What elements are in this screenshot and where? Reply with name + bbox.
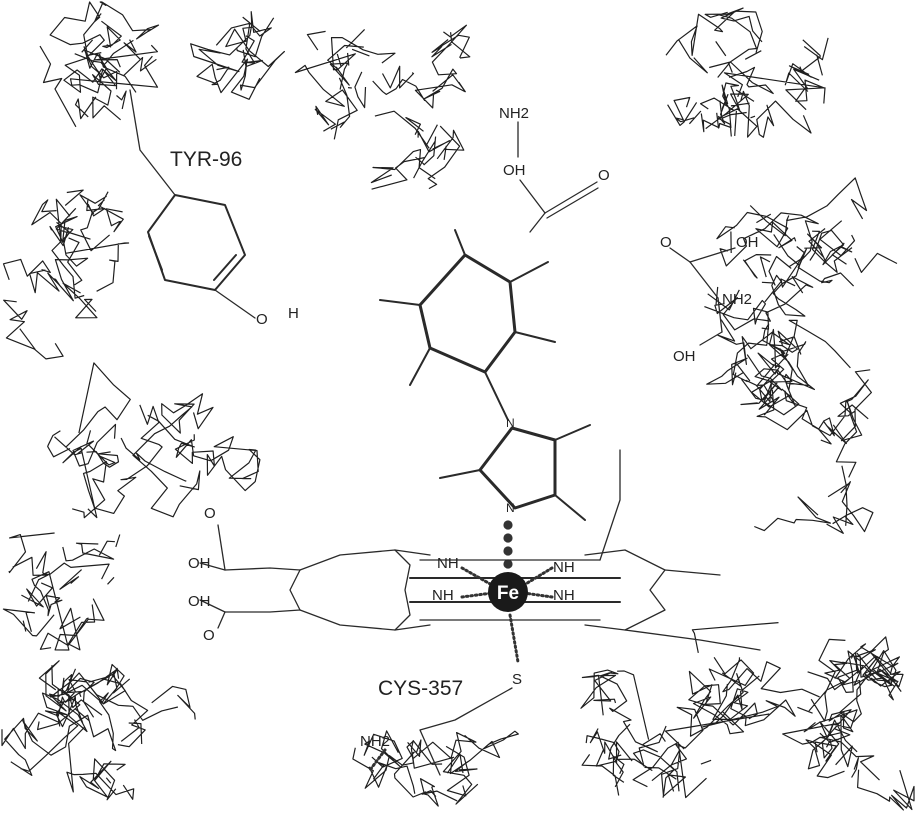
fe-n-coordination <box>503 520 513 569</box>
oh-left-2-label: OH <box>188 593 211 610</box>
ligand-phenyl-ring <box>379 229 556 421</box>
n-ring-top-label: N <box>506 416 515 430</box>
bottom-residue <box>368 748 387 772</box>
tyr-96-label: TYR-96 <box>170 148 242 171</box>
cys-357-label: CYS-357 <box>378 677 463 700</box>
nh-top-left-label: NH <box>437 555 459 572</box>
nh2-right-label: NH2 <box>722 291 752 308</box>
right-residue <box>669 247 736 346</box>
oh-left-1-label: OH <box>188 555 211 572</box>
oh-right-low-label: OH <box>673 348 696 365</box>
oh-right-label: OH <box>736 234 759 251</box>
n-ring-bottom-label: N <box>506 501 515 515</box>
fe-label: Fe <box>497 583 519 604</box>
o-left-bottom-label: O <box>203 627 215 644</box>
o-top-label: O <box>598 167 610 184</box>
s-label: S <box>512 671 522 688</box>
fe-atom: Fe <box>488 572 528 612</box>
nh2-bottom-label: NH2 <box>360 733 390 750</box>
nh-fe-bonds <box>460 566 554 599</box>
nh-top-right-label: NH <box>553 559 575 576</box>
heme-porphyrin <box>199 449 761 651</box>
nh2-top-label: NH2 <box>499 105 529 122</box>
o-left-top-label: O <box>204 505 216 522</box>
fe-s-bond <box>419 613 520 776</box>
nh-bottom-left-label: NH <box>432 587 454 604</box>
oh-top-label: OH <box>503 162 526 179</box>
ligand-imidazole-ring <box>439 424 591 521</box>
tyr-96-residue <box>129 89 256 319</box>
h-tyr-label: H <box>288 305 299 322</box>
o-tyr-label: O <box>256 311 268 328</box>
nh-bottom-right-label: NH <box>553 587 575 604</box>
o-right-label: O <box>660 234 672 251</box>
top-residue <box>517 121 599 233</box>
